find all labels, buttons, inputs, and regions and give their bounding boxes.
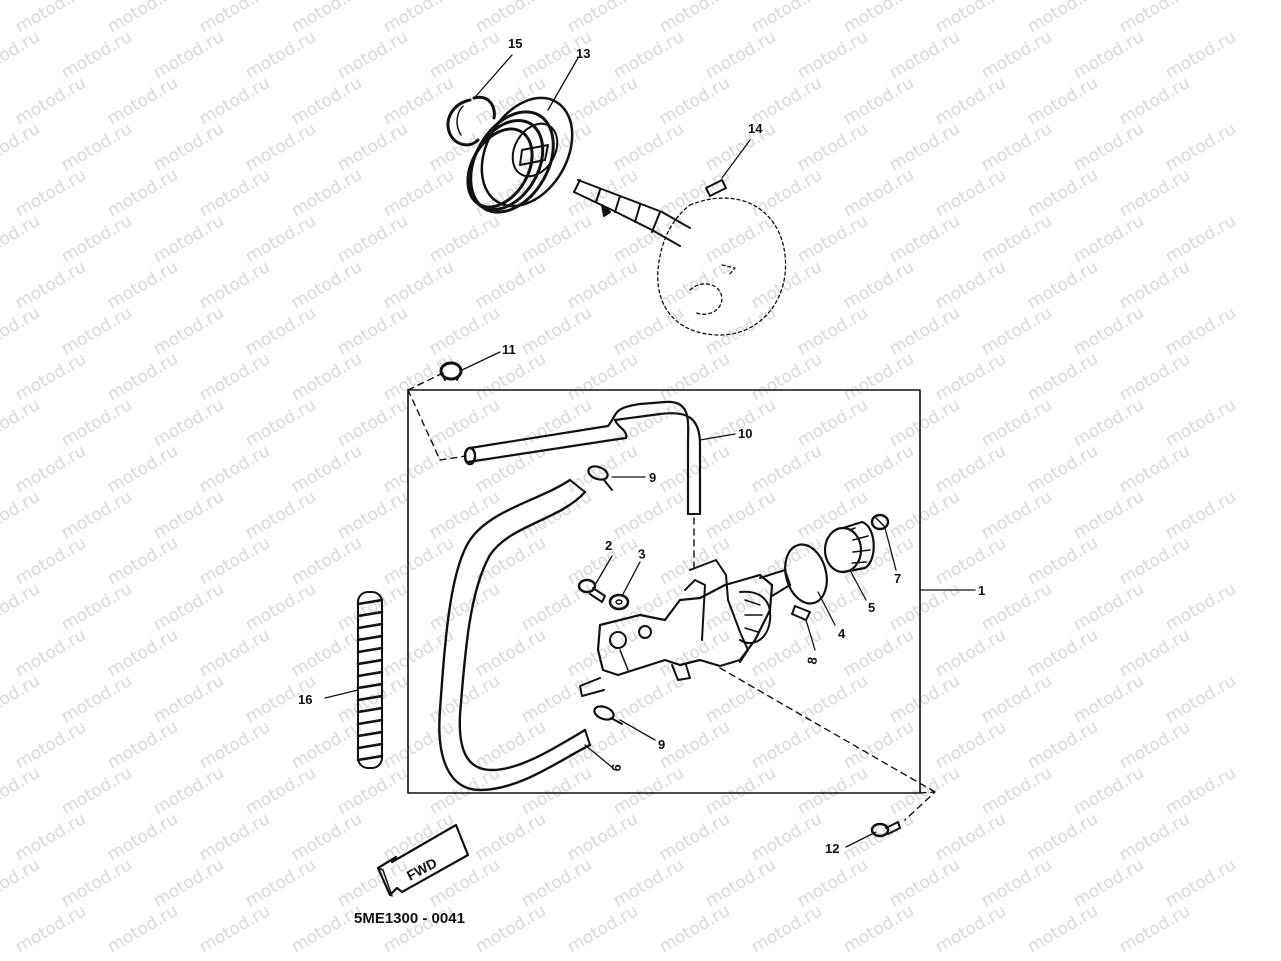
callout-5: 5 [868, 600, 875, 615]
bolt-part-12 [870, 821, 901, 838]
callout-4: 4 [838, 626, 846, 641]
pulley-part-13 [466, 96, 574, 214]
callout-6: 6 [608, 763, 624, 773]
callout-13: 13 [576, 46, 590, 61]
box-dashed-corner [407, 371, 446, 391]
pump-dashed-lead [719, 667, 936, 793]
callout-14: 14 [748, 121, 763, 136]
hose-part-10 [463, 400, 702, 516]
pin-part-8 [791, 605, 811, 621]
fwd-label: FWD [404, 855, 440, 884]
pump-shaft [573, 179, 691, 247]
callout-11: 11 [502, 342, 516, 357]
hose-coil-part-16 [356, 591, 384, 769]
drawing-code: 5ME1300 - 0041 [354, 910, 465, 927]
callout-16: 16 [298, 692, 312, 707]
callout-9-bottom: 9 [658, 737, 665, 752]
crankcase-outline [657, 197, 787, 336]
callout-12: 12 [825, 841, 839, 856]
clamp-part-9-top [587, 465, 613, 491]
callout-3: 3 [637, 546, 647, 562]
cover-part-5 [823, 520, 875, 574]
hose-part-6 [438, 478, 592, 792]
plug-part-11 [439, 361, 463, 381]
fwd-arrow-icon [376, 823, 470, 897]
hose-dashed-lead [407, 389, 467, 461]
callout-1: 1 [978, 583, 985, 598]
callout-15: 15 [508, 36, 522, 51]
callout-2: 2 [605, 538, 612, 553]
o-ring-part-4 [784, 543, 828, 605]
leader-lines [324, 54, 976, 848]
washer-part-3 [608, 593, 630, 611]
clamp-part-9-bottom [593, 705, 623, 725]
screw-part-7 [870, 513, 890, 531]
assembly-box [407, 389, 921, 794]
pin-part-14 [705, 179, 727, 197]
bolt-part-2 [577, 578, 606, 603]
callout-labels: 15 13 14 11 10 9 1 2 3 4 5 7 8 9 6 16 12… [298, 36, 985, 927]
callout-10: 10 [738, 426, 752, 441]
oil-pump-body [579, 559, 791, 697]
circlip-part-15 [446, 95, 496, 147]
callout-7: 7 [894, 571, 901, 586]
bolt12-dashed-lead [904, 791, 936, 821]
callout-8: 8 [804, 656, 820, 666]
callout-9-top: 9 [649, 470, 656, 485]
